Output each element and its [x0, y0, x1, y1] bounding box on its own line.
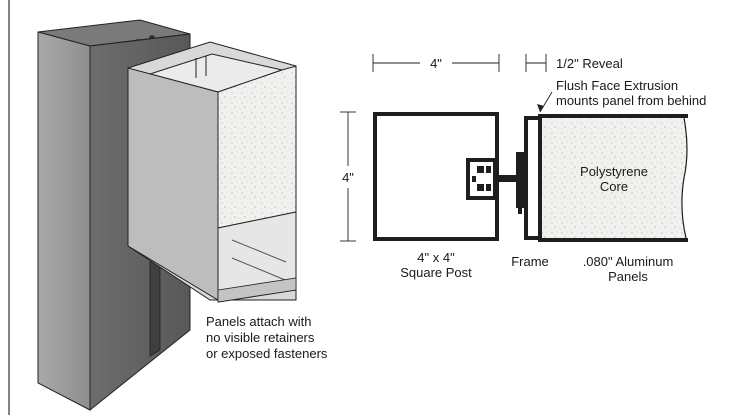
frame-label: Frame	[511, 254, 549, 269]
panels-label-line2: Panels	[608, 269, 648, 284]
dim-height-label: 4"	[342, 170, 354, 185]
reveal-word: Reveal	[582, 56, 623, 71]
post-label-line1: 4" x 4"	[417, 250, 455, 265]
post-front-face	[37, 31, 91, 411]
dim-width-label: 4"	[430, 56, 442, 71]
panels-label-line1: .080" Aluminum	[583, 254, 674, 269]
panel-end-skin	[538, 114, 542, 242]
panel-foam-face	[217, 65, 297, 229]
attach-note-line3: or exposed fasteners	[206, 346, 328, 361]
extrusion-label-line1: Flush Face Extrusion	[556, 78, 678, 93]
panel-break-line	[681, 117, 688, 239]
panel-top-skin	[538, 114, 688, 118]
post-3d-view	[37, 19, 297, 412]
post-label-line2: Square Post	[400, 265, 472, 280]
reveal-fraction: 1/2"	[556, 56, 579, 71]
core-label-line2: Core	[600, 179, 628, 194]
frame-connector	[499, 175, 521, 182]
flush-face-extrusion	[524, 116, 542, 240]
polystyrene-core	[542, 118, 687, 238]
section-view: 4" 4" 1/2" Reveal	[340, 54, 688, 242]
panel-bottom-skin	[538, 238, 688, 242]
frame-extrusion	[516, 152, 524, 208]
attach-note-line1: Panels attach with	[206, 314, 312, 329]
extrusion-label-line2: mounts panel from behind	[556, 93, 706, 108]
attach-note-line2: no visible retainers	[206, 330, 315, 345]
reveal-label: 1/2" Reveal	[556, 56, 623, 71]
core-label-line1: Polystyrene	[580, 164, 648, 179]
post-channel-groove	[149, 257, 161, 357]
